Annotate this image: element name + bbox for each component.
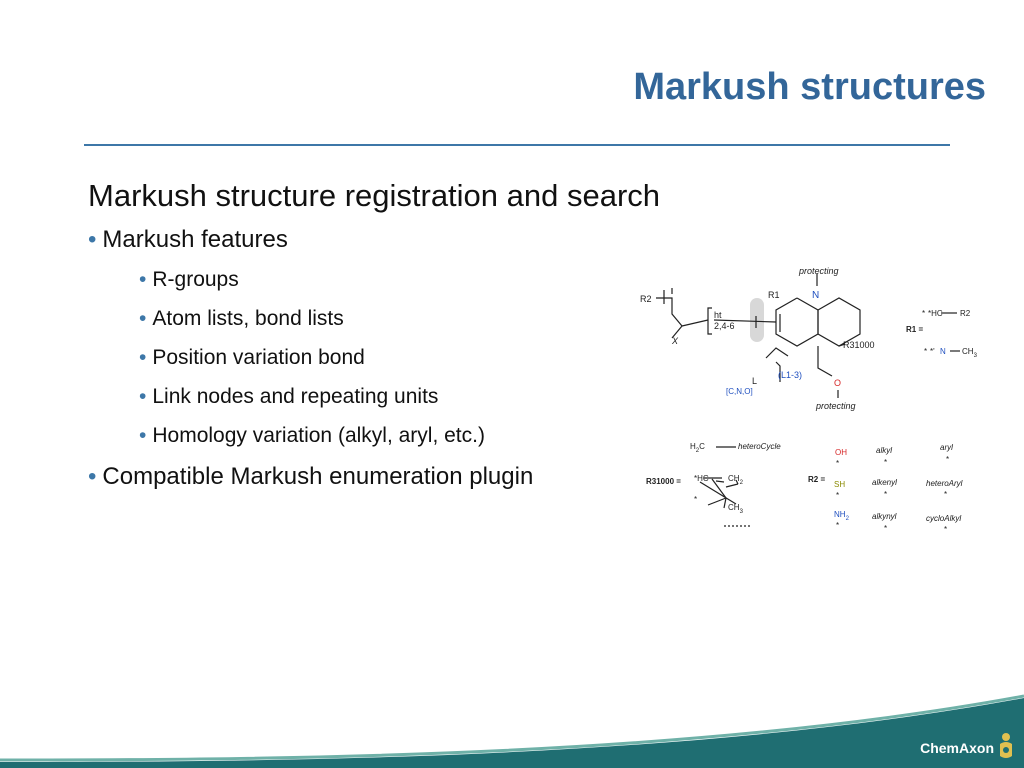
r2-definition-label: R2 = (808, 475, 825, 484)
sub-bullet-atom-lists: •Atom lists, bond lists (139, 307, 660, 331)
alkynyl-star: * (884, 524, 887, 533)
protecting-label-top: protecting (798, 266, 839, 276)
nh2-star: * (836, 521, 839, 530)
sh-star: * (836, 491, 839, 500)
title-divider (84, 144, 950, 146)
ch2-label: CH2 (728, 474, 744, 486)
bullet-text: Markush features (102, 226, 288, 253)
alkyl-label: alkyl (876, 446, 892, 455)
bullet-enumeration-plugin: •Compatible Markush enumeration plugin (88, 463, 660, 491)
r1-opt1-hc: *HC (928, 309, 943, 318)
bullet-glyph: • (139, 307, 147, 330)
bullet-glyph: • (139, 268, 147, 291)
sh-label: SH (834, 480, 845, 489)
r1-opt2-ch: CH3 (962, 347, 978, 359)
chemaxon-logo-icon (1000, 733, 1012, 758)
r31000-definition-label: R31000 = (646, 477, 681, 486)
bullet-text: Position variation bond (152, 346, 365, 369)
oxygen-label: O (834, 378, 841, 388)
oh-label: OH (835, 448, 847, 457)
chemaxon-brand: ChemAxon (920, 740, 994, 756)
bullet-glyph: • (88, 226, 97, 253)
r1-opt2-prime: *' (930, 347, 935, 356)
star-label: * (694, 495, 697, 504)
section-heading: Markush structure registration and searc… (88, 178, 661, 213)
alkenyl-star: * (884, 490, 887, 499)
sub-bullet-r-groups: •R-groups (139, 268, 660, 292)
oh-star: * (836, 459, 839, 468)
r1-opt1-r2: R2 (960, 309, 971, 318)
bullet-text: Atom lists, bond lists (152, 307, 344, 330)
link-range-label: (L1-3) (778, 370, 802, 380)
h2c-label: H2C (690, 442, 705, 454)
r31000-label: R31000 (843, 340, 875, 350)
hetero-aryl-star: * (944, 490, 947, 499)
nitrogen-label: N (812, 290, 819, 301)
hc-star-label: *HC (694, 474, 709, 483)
footer-swoosh (0, 694, 1024, 768)
markush-structure-figure: protecting N R1 R2 ht 2,4-6 X R31000 (L1… (640, 266, 978, 534)
r1-opt2-n: N (940, 347, 946, 356)
sub-bullet-position-variation: •Position variation bond (139, 346, 660, 370)
cyclo-alkyl-star: * (944, 525, 947, 534)
r1-opt2-star: * (924, 347, 927, 356)
r1-definition-label: R1 = (906, 325, 923, 334)
alkynyl-label: alkynyl (872, 512, 897, 521)
bullet-glyph: • (139, 385, 147, 408)
bullet-markush-features: •Markush features (88, 226, 660, 254)
bullet-glyph: • (139, 424, 147, 447)
atom-list-label: [C,N,O] (726, 387, 753, 396)
nh2-label: NH2 (834, 510, 850, 522)
hetero-aryl-label: heteroAryl (926, 479, 963, 488)
bullet-text: R-groups (152, 268, 239, 291)
r2-label: R2 (640, 294, 652, 304)
alkenyl-label: alkenyl (872, 478, 897, 487)
sub-bullet-homology: •Homology variation (alkyl, aryl, etc.) (139, 424, 660, 448)
link-l-label: L (752, 376, 757, 386)
x-label: X (671, 336, 679, 346)
r1-label: R1 (768, 290, 780, 300)
ht-label: ht (714, 310, 722, 320)
hetero-cycle-label: heteroCycle (738, 442, 781, 451)
aryl-label: aryl (940, 443, 953, 452)
bullet-text: Compatible Markush enumeration plugin (102, 463, 534, 490)
cyclo-alkyl-label: cycloAlkyl (926, 514, 961, 523)
bullet-text: Homology variation (alkyl, aryl, etc.) (152, 424, 485, 447)
sub-bullet-link-nodes: •Link nodes and repeating units (139, 385, 660, 409)
range-label: 2,4-6 (714, 321, 735, 331)
alkyl-star: * (884, 458, 887, 467)
slide-content: Markush structure registration and searc… (88, 178, 660, 505)
slide-title: Markush structures (633, 66, 986, 108)
bullet-glyph: • (139, 346, 147, 369)
bullet-text: Link nodes and repeating units (152, 385, 439, 408)
bullet-glyph: • (88, 463, 97, 490)
ch3-label: CH3 (728, 503, 744, 515)
protecting-label-bottom: protecting (815, 401, 856, 411)
r1-opt1-star: * (922, 309, 925, 318)
aryl-star: * (946, 455, 949, 464)
